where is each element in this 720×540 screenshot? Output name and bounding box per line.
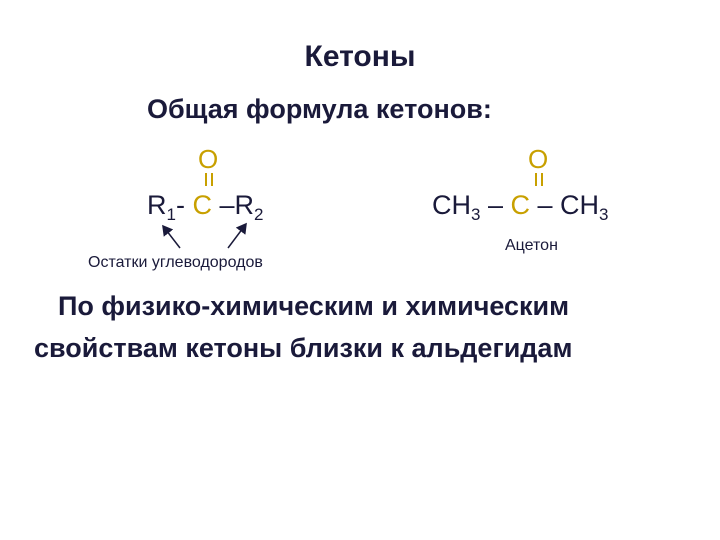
general-formula-line: R1- C –R2 <box>147 190 264 224</box>
acetone-caption: Ацетон <box>505 237 558 254</box>
statement-line-1: По физико-химическим и химическим <box>58 291 570 321</box>
slide-subtitle: Общая формула кетонов: <box>147 94 492 124</box>
acetone-right-group: CH <box>560 190 600 220</box>
arrow-to-r2 <box>227 222 247 249</box>
general-carbon: C <box>192 190 212 220</box>
general-oxygen: O <box>198 144 219 174</box>
acetone-oxygen: O <box>528 144 549 174</box>
acetone-left-group: CH <box>432 190 471 220</box>
r2-symbol: R <box>234 190 255 220</box>
general-double-bond-left <box>205 173 207 186</box>
general-caption: Остатки углеводородов <box>88 254 263 271</box>
slide-title: Кетоны <box>304 40 416 73</box>
acetone-left-subscript: 3 <box>471 205 481 224</box>
acetone-dash-1: – <box>480 190 511 220</box>
general-double-bond-right <box>211 173 213 186</box>
r1-subscript: 1 <box>166 205 176 224</box>
general-dash-1: - <box>175 190 185 220</box>
acetone-double-bond-right <box>541 173 543 186</box>
statement-line-2: свойствам кетоны близки к альдегидам <box>34 333 573 363</box>
acetone-carbon: C <box>510 190 531 220</box>
acetone-right-subscript: 3 <box>599 205 609 224</box>
arrow-to-r1 <box>162 224 181 249</box>
acetone-dash-2: – <box>530 190 561 220</box>
r1-symbol: R <box>147 190 167 220</box>
acetone-formula-line: CH3 – C – CH3 <box>432 190 609 224</box>
r2-subscript: 2 <box>254 205 264 224</box>
acetone-double-bond-left <box>535 173 537 186</box>
general-dash-2: – <box>219 190 235 220</box>
